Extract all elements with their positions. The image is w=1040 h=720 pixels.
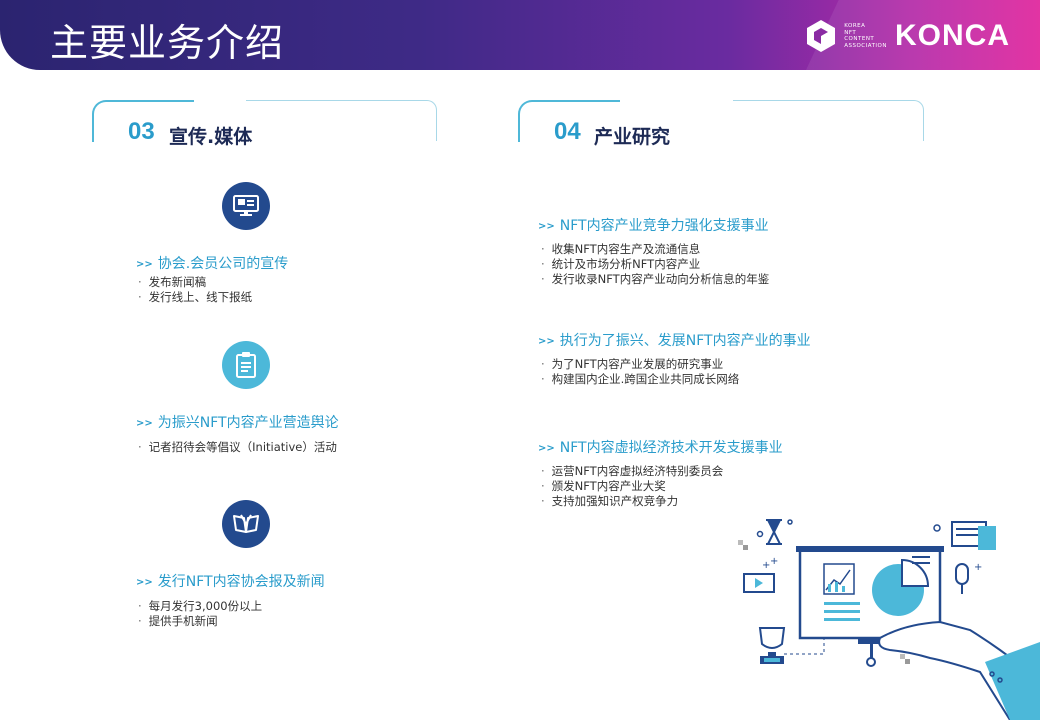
- bullet-item: 记者招待会等倡议（Initiative）活动: [138, 440, 337, 455]
- open-book-icon: [222, 500, 270, 548]
- logo-brand: KONCA: [895, 19, 1010, 52]
- right-item-1-title: >>NFT内容产业竞争力强化支援事业: [538, 218, 769, 234]
- monitor-icon: [222, 182, 270, 230]
- left-item-2-bullets: 记者招待会等倡议（Initiative）活动: [138, 440, 337, 455]
- bullet-item: 统计及市场分析NFT内容产业: [541, 257, 769, 272]
- svg-text:+: +: [974, 562, 982, 573]
- bullet-item: 发布新闻稿: [138, 275, 252, 290]
- section-frame-right: [246, 100, 437, 141]
- left-item-1-bullets: 发布新闻稿 发行线上、线下报纸: [138, 275, 253, 305]
- svg-text:+: +: [770, 556, 778, 567]
- section-header-media: 03 宣传.媒体: [92, 100, 437, 148]
- right-item-1-bullets: 收集NFT内容生产及流通信息 统计及市场分析NFT内容产业 发行收录NFT内容产…: [541, 242, 770, 287]
- section-frame-left: [92, 100, 194, 142]
- left-item-3-bullets: 每月发行3,000份以上 提供手机新闻: [138, 599, 262, 629]
- right-item-3-bullets: 运营NFT内容虚拟经济特别委员会 颁发NFT内容产业大奖 支持加强知识产权竞争力: [541, 464, 724, 509]
- bullet-item: 每月发行3,000份以上: [138, 599, 262, 614]
- header-bar: 主要业务介绍 KOREA NFT CONTENT ASSOCIATION KON…: [0, 0, 1040, 70]
- presentation-illustration: + + +: [738, 519, 1040, 720]
- hourglass-icon: [766, 519, 782, 545]
- right-item-2-bullets: 为了NFT内容产业发展的研究事业 构建国内企业.跨国企业共同成长网络: [541, 357, 740, 387]
- section-header-research: 04 产业研究: [518, 100, 924, 148]
- bullet-item: 提供手机新闻: [138, 614, 262, 629]
- left-item-3-title: >>发行NFT内容协会报及新闻: [136, 574, 325, 590]
- section-number: 04: [554, 118, 581, 145]
- bullet-item: 颁发NFT内容产业大奖: [541, 479, 723, 494]
- bullet-item: 发行线上、线下报纸: [138, 290, 253, 305]
- page-title: 主要业务介绍: [50, 21, 285, 65]
- bullet-item: 支持加强知识产权竞争力: [541, 494, 723, 509]
- bullet-item: 收集NFT内容生产及流通信息: [541, 242, 769, 257]
- konca-logo: KOREA NFT CONTENT ASSOCIATION KONCA: [804, 16, 1010, 56]
- right-item-3-title: >>NFT内容虚拟经济技术开发支援事业: [538, 440, 783, 456]
- left-item-2-title: >>为振兴NFT内容产业营造舆论: [136, 415, 339, 431]
- svg-text:+: +: [762, 560, 770, 571]
- document-icon: [222, 341, 270, 389]
- section-name: 产业研究: [594, 126, 671, 148]
- bullet-item: 为了NFT内容产业发展的研究事业: [541, 357, 739, 372]
- right-item-2-title: >>执行为了振兴、发展NFT内容产业的事业: [538, 333, 811, 349]
- left-item-1-title: >>协会.会员公司的宣传: [136, 256, 289, 272]
- bullet-item: 运营NFT内容虚拟经济特别委员会: [541, 464, 724, 479]
- logo-mark-icon: [807, 20, 836, 52]
- section-frame-left: [518, 100, 620, 142]
- section-number: 03: [128, 118, 155, 145]
- bullet-item: 构建国内企业.跨国企业共同成长网络: [541, 372, 740, 387]
- bullet-item: 发行收录NFT内容产业动向分析信息的年鉴: [541, 272, 770, 287]
- logo-subtitle: KOREA NFT CONTENT ASSOCIATION: [844, 23, 887, 49]
- section-frame-right: [733, 100, 924, 141]
- section-name: 宣传.媒体: [169, 126, 253, 148]
